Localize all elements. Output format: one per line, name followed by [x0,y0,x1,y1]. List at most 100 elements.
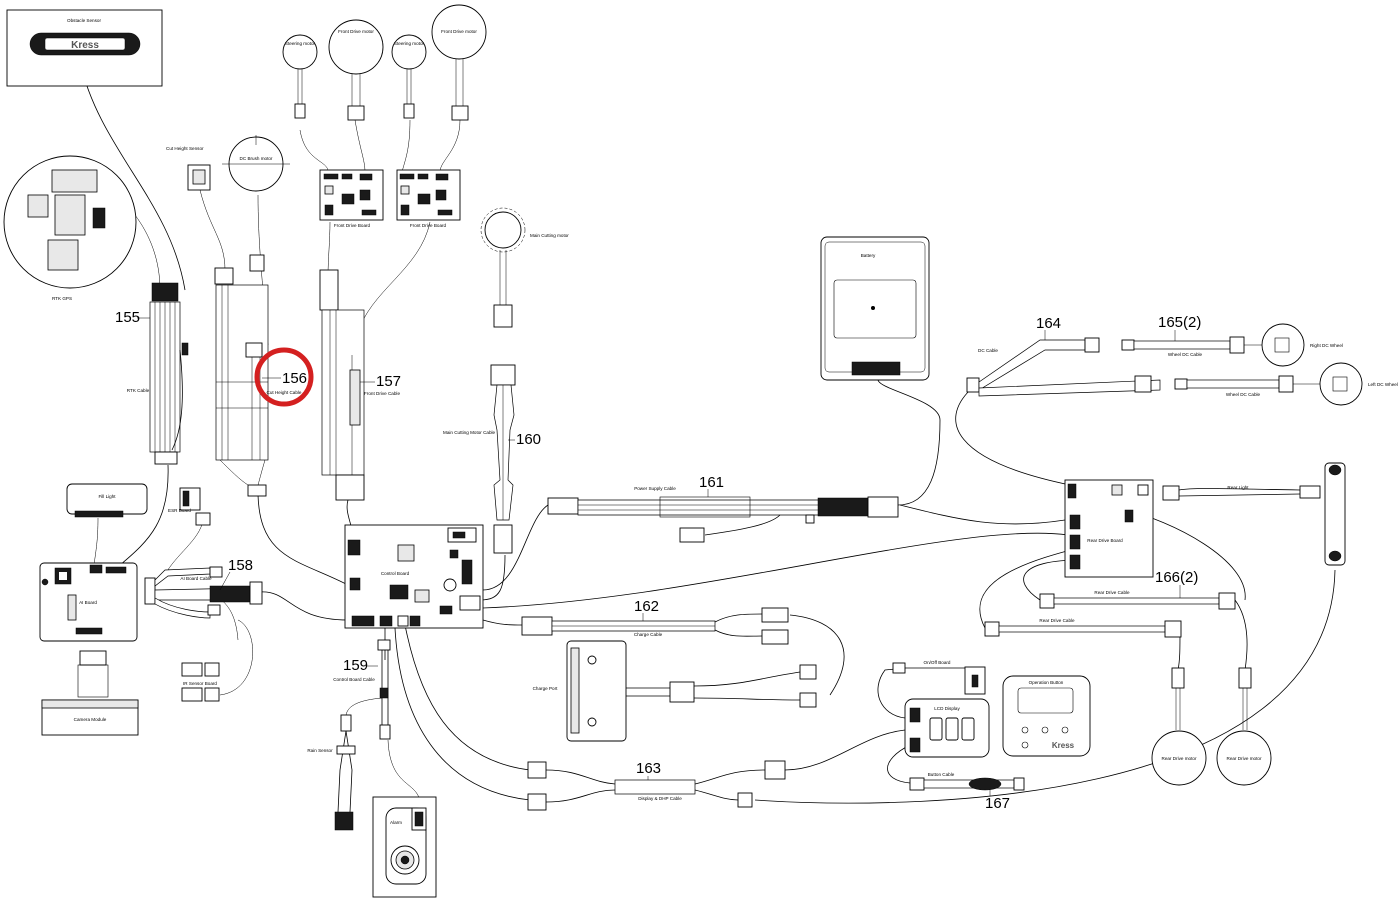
cable-156-bottom-connector [247,484,267,497]
part-number-155: 155 [115,309,140,326]
esr-board: ESR Board [168,487,211,526]
cable-160: 160 Main Cutting Motor Cable [443,364,541,554]
left-dc-wheel [1319,362,1363,406]
wire-rtk-gps [134,214,161,291]
part-name-167: Button Cable [928,772,955,777]
rtk-gps-label: RTK GPS [52,296,72,301]
kress-logo-text: Kress [71,40,99,51]
lcd-display-label: LCD Display [934,706,960,711]
part-name-163: Display & DHP Cable [638,796,682,801]
cable-164-lower-bundle [978,379,1161,397]
battery-label-area [833,279,917,339]
part-number-164: 164 [1036,315,1061,332]
part-number-161: 161 [699,474,724,491]
part-number-158: 158 [228,557,253,574]
rtk-connector [92,207,106,229]
front-drive-board-2: Front Drive Board [396,169,461,228]
part-name-165a: Wheel DC Cable [1168,352,1203,357]
cable-162: 162 Charge Cable [521,598,789,645]
on-off-board-label: On/Off Board [924,660,951,665]
part-number-166: 166(2) [1155,569,1198,586]
obstacle-sensor: Obstacle Sensor Kress [6,9,163,87]
wire-cutheight-sensor [199,189,226,271]
part-name-157: Front Drive Cable [364,391,400,396]
wire-166-2 [1023,559,1081,601]
wire-battery [877,379,941,506]
cable-164-connector [966,377,980,393]
front-drive-motor-2 [431,4,487,60]
part-name-158: AI Board Cable [180,576,212,581]
rtk-chip-3 [54,194,86,236]
wire-esr [164,519,204,576]
obstacle-sensor-label: Obstacle Sensor [67,18,101,23]
part-number-165: 165(2) [1158,314,1201,331]
operation-button-body [1002,675,1091,757]
battery-body [820,236,930,381]
dc-brush-motor-connector [249,254,265,272]
part-number-159: 159 [343,657,368,674]
wire-163-control-1 [404,624,531,771]
wire-162-control [482,619,523,626]
operation-button-logo: Kress [1052,741,1075,750]
cable-158: 158 AI Board Cable [144,557,263,619]
rtk-gps: RTK GPS [3,155,137,301]
part-name-160: Main Cutting Motor Cable [443,430,496,435]
rain-sensor-label: Rain Sensor [307,748,333,753]
main-cutting-motor-label: Main Cutting motor [530,233,569,238]
cable-161-right-connector [867,496,899,518]
cable-161: 161 Power Supply Cable [547,474,899,543]
wire-161-rear [899,504,1066,525]
main-cutting-motor-body [484,211,522,249]
ir-sensor-board-label: IR Sensor Board [183,681,217,686]
control-board: Control Board [344,524,484,629]
rain-sensor-connector [334,811,354,831]
cut-height-sensor: Cut Height Sensor [166,146,211,191]
part-name-161: Power Supply Cable [634,486,676,491]
dc-brush-motor-label: DC Brush motor [240,156,273,161]
dc-brush-motor: DC Brush motor [222,135,290,272]
control-board-label: Control Board [381,571,410,576]
part-number-163: 163 [636,760,661,777]
cable-165-upper-bundle [1133,340,1231,350]
operation-button-label: Operation Button [1029,680,1064,685]
cable-160-bottom-connector [493,524,513,554]
rear-drive-motor-1 [1151,730,1207,786]
part-name-164: DC Cable [978,348,998,353]
logo-plate [44,37,126,51]
highlight-circle-156 [254,347,314,407]
battery: Battery [820,236,930,381]
cut-height-sensor-label: Cut Height Sensor [166,146,204,151]
wire-163-rear [754,569,1336,804]
part-number-167: 167 [985,795,1010,812]
front-drive-motor-1-label: Front Drive motor [338,29,374,34]
cable-163: 163 Display & DHP Cable [527,760,786,811]
cable-165: 165(2) Wheel DC Cable Wheel DC Cable [1121,314,1294,397]
cable-166-lower-bundle [998,625,1166,633]
cable-157: 157 Front Drive Cable [319,269,401,501]
front-motor-set-2: Steering motor Front Drive motor [391,4,487,121]
front-drive-motor-2-label: Front Drive motor [441,29,477,34]
part-name-156: Cut Height Cable [267,390,302,395]
left-dc-wheel-label: Left DC Wheel [1368,382,1398,387]
wire-board2-cable [356,221,431,336]
wire-front1-board [354,119,366,173]
steering-motor-1-label: Steering motor [285,41,316,46]
fill-light-body [66,483,148,515]
wire-ir-2 [219,619,253,696]
esr-board-label: ESR Board [168,508,191,513]
fill-light: Fill Light [66,483,148,518]
wire-charge-port [789,614,845,696]
cable-161-bundle [577,499,821,516]
wire-board1-cable [327,221,331,276]
wire-164-rear [955,389,1071,486]
wire-onoff [877,667,906,719]
cable-155-bottom-connector [154,451,178,465]
wire-158-control [259,591,349,621]
charge-port: Charge Port [533,640,817,742]
camera-module-label: Camera Module [74,717,107,722]
rear-drive-board-label: Rear Drive Board [1087,538,1123,543]
charge-port-body [566,640,627,742]
steering-motor-1 [282,34,318,70]
cable-155-top-connector [151,282,179,302]
cable-160-bundle [493,384,515,521]
